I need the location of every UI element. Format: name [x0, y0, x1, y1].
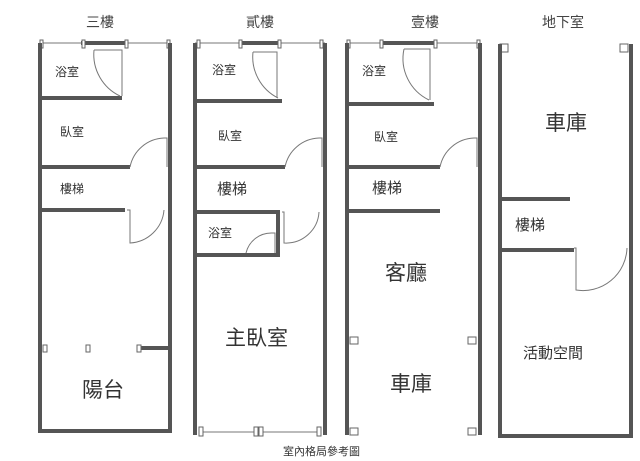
caption: 室內格局參考圖 — [283, 444, 360, 458]
basement-plan — [498, 43, 633, 438]
room-label: 臥室 — [374, 129, 398, 144]
floor-1-plan — [345, 39, 482, 436]
room-label: 樓梯 — [515, 216, 545, 234]
floor-title: 三樓 — [86, 15, 114, 31]
room-label: 主臥室 — [225, 326, 288, 350]
room-label: 車庫 — [545, 111, 587, 135]
room-label: 樓梯 — [60, 181, 84, 196]
room-label: 臥室 — [218, 128, 242, 143]
floor-title: 地下室 — [542, 14, 584, 31]
floor-title: 貳樓 — [246, 15, 274, 31]
room-label: 客廳 — [385, 261, 427, 285]
floor-3-plan — [38, 39, 172, 433]
room-label: 浴室 — [208, 225, 232, 240]
room-label: 浴室 — [55, 64, 79, 79]
room-label: 活動空間 — [523, 344, 583, 362]
room-label: 浴室 — [362, 63, 386, 78]
floor-2-plan — [193, 39, 327, 437]
room-label: 臥室 — [60, 124, 84, 139]
room-label: 樓梯 — [372, 179, 402, 197]
room-label: 陽台 — [82, 378, 124, 402]
room-label: 浴室 — [212, 62, 236, 77]
room-label: 樓梯 — [217, 180, 247, 198]
floor-title: 壹樓 — [411, 15, 439, 31]
room-label: 車庫 — [390, 372, 432, 396]
